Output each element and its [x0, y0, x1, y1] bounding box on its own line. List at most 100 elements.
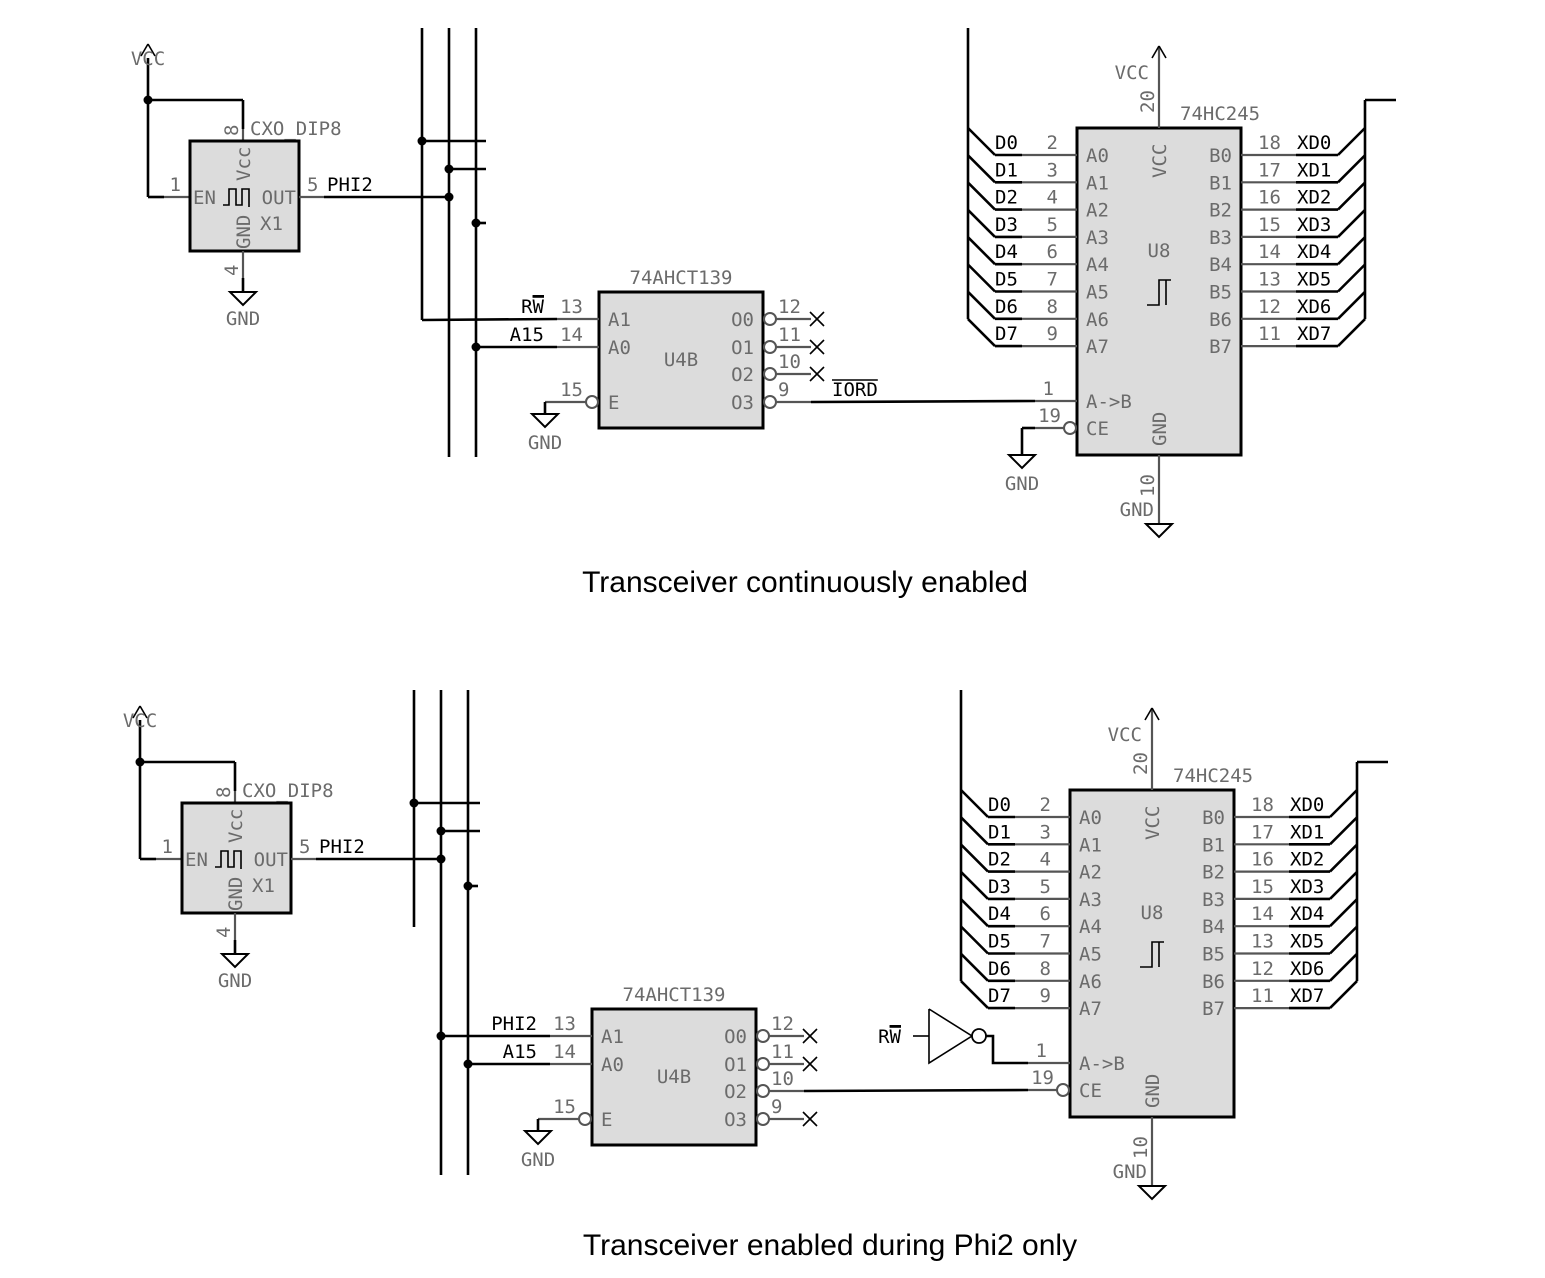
pin-number: 1: [1043, 378, 1054, 400]
pin-name: A0: [601, 1054, 624, 1076]
ground-label: GND: [218, 970, 252, 992]
pin-number: 8: [213, 787, 235, 798]
diagram-caption: Transceiver continuously enabled: [582, 566, 1028, 599]
decoder-part: 74AHCT139: [630, 267, 733, 289]
junction-dot: [471, 218, 481, 228]
pin-name: A0: [1086, 145, 1109, 167]
bus-entry: [967, 181, 996, 211]
pin-name: A2: [1079, 862, 1102, 884]
net-label-xd1: XD1: [1297, 159, 1331, 181]
pin-number: 20: [1137, 90, 1159, 113]
bus-entry: [967, 318, 996, 348]
schmitt-trigger-icon: [1140, 941, 1164, 968]
ground-label: GND: [528, 432, 562, 454]
net-label-d4: D4: [995, 241, 1018, 263]
pin-number: 3: [1040, 821, 1051, 843]
pin-name: OUT: [262, 187, 296, 209]
net-label-d0: D0: [995, 132, 1018, 154]
bus-entry: [960, 870, 989, 900]
oscillator-part: CXO_DIP8: [250, 118, 342, 140]
junction-dot: [417, 136, 427, 146]
power-arrow: [1151, 707, 1160, 721]
net-label-phi2: PHI2: [327, 174, 373, 196]
rw-wire: [421, 317, 558, 322]
net-label-xd4: XD4: [1290, 903, 1324, 925]
bus-entry: [1337, 181, 1366, 211]
junction-dot: [436, 826, 446, 836]
pin-number: 15: [1251, 876, 1274, 898]
pin-name: A5: [1079, 944, 1102, 966]
bus-entry: [960, 898, 989, 928]
pin-name: O0: [724, 1026, 747, 1048]
pin-name: A7: [1086, 336, 1109, 358]
net-label-d4: D4: [988, 903, 1011, 925]
pin-number: 19: [1038, 405, 1061, 427]
pin-name: B7: [1209, 336, 1232, 358]
net-label-d6: D6: [988, 958, 1011, 980]
ground-icon: [1006, 454, 1038, 470]
decoder-u4b: 74AHCT139U4B13A1RW14A0A1515EGNDO012O111O…: [421, 267, 825, 454]
pin-number: 13: [1251, 931, 1274, 953]
decoder-u4b: 74AHCT139U4B13A1PHI214A0A1515EGNDO012O11…: [436, 984, 818, 1171]
ground-label: GND: [226, 308, 260, 330]
bus-entry: [960, 789, 989, 818]
pin-name: A4: [1079, 916, 1102, 938]
net-label-xd3: XD3: [1297, 214, 1331, 236]
transceiver-part: 74HC245: [1173, 765, 1253, 787]
pin-name: B3: [1209, 227, 1232, 249]
net-label-xd3: XD3: [1290, 876, 1324, 898]
pin-number: 14: [1251, 903, 1274, 925]
pin-name: GND: [233, 215, 255, 249]
dir-wire: [986, 1034, 1028, 1065]
net-label-d0: D0: [988, 794, 1011, 816]
net-label-d1: D1: [988, 821, 1011, 843]
oscillator-part: CXO_DIP8: [242, 780, 334, 802]
pin-name: A6: [1079, 971, 1102, 993]
pin-number: 9: [771, 1096, 782, 1118]
bus-lines: [409, 690, 480, 1175]
net-label-iord: IORD: [832, 379, 878, 401]
bus-entry: [1337, 236, 1366, 266]
pin-name: A4: [1086, 254, 1109, 276]
decoder-body: [597, 290, 765, 430]
pin-name: A5: [1086, 282, 1109, 304]
pin-name: O3: [731, 392, 754, 414]
pin-number: 10: [1137, 474, 1159, 497]
junction-dot: [143, 95, 153, 105]
bus-entry: [960, 980, 989, 1010]
net-label-d2: D2: [988, 849, 1011, 871]
power-label: VCC: [1108, 724, 1142, 746]
pin-number: 5: [307, 174, 318, 196]
pin-name: A0: [608, 337, 631, 359]
pin-number: 11: [1258, 323, 1281, 345]
ground-icon: [1143, 523, 1175, 539]
bus-entry: [1337, 208, 1366, 238]
pin-name: OUT: [254, 849, 288, 871]
pin-name: Vcc: [225, 809, 247, 843]
bus-entry: [1329, 843, 1358, 873]
pin-name: O0: [731, 309, 754, 331]
transceiver-u8: 74HC245U8VCCGNDVCC2010GND2D0A03D1A14D2A2…: [803, 690, 1388, 1201]
transceiver-u8: 74HC245U8VCCGNDVCC2010GND2D0A03D1A14D2A2…: [810, 28, 1396, 539]
bus-entry: [1329, 925, 1358, 955]
bus-entry: [967, 236, 996, 266]
inversion-bubble: [763, 367, 777, 381]
inversion-bubble: [763, 340, 777, 354]
pin-number: 17: [1258, 159, 1281, 181]
oscillator-ref: X1: [252, 875, 275, 897]
oscillator-body: [188, 139, 301, 253]
power-arrow: [1144, 707, 1153, 721]
ground-icon: [522, 1130, 554, 1146]
bus-entry: [960, 925, 989, 955]
pin-number: 14: [560, 324, 583, 346]
pin-number: 10: [778, 351, 801, 373]
pin-name: GND: [1142, 1074, 1164, 1108]
net-label-xd5: XD5: [1297, 269, 1331, 291]
square-wave-icon: [215, 850, 242, 869]
inversion-bubble: [756, 1112, 770, 1126]
pin-number: 12: [1258, 296, 1281, 318]
pin-name: EN: [193, 187, 216, 209]
pin-name: GND: [1149, 412, 1171, 446]
pin-name: A3: [1086, 227, 1109, 249]
